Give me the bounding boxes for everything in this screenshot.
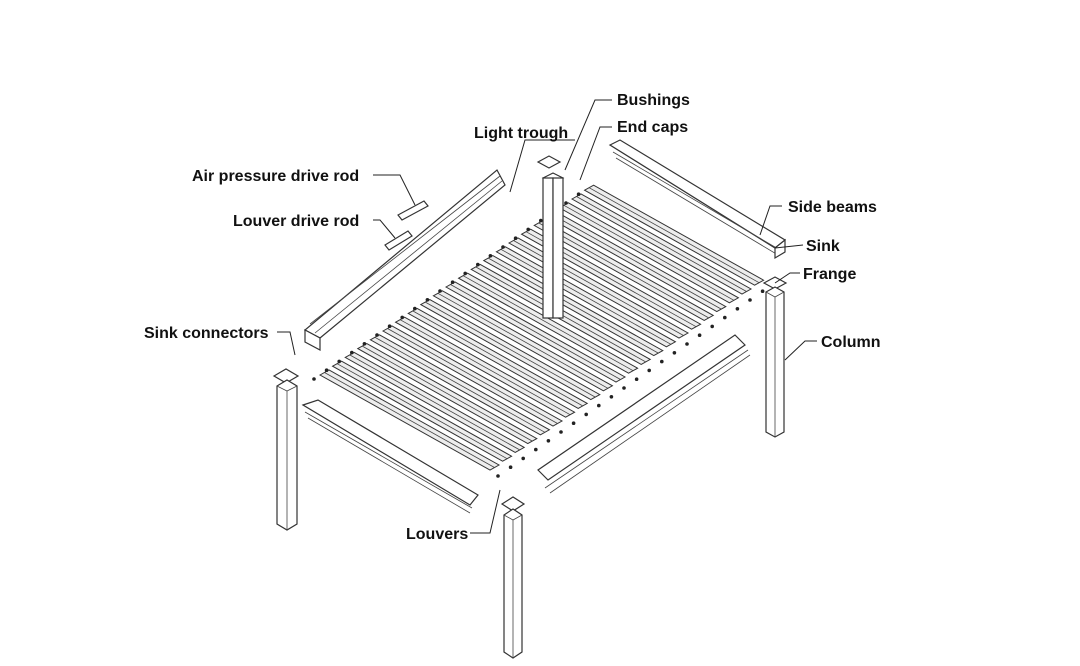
connector-dot	[660, 359, 664, 364]
connector-dot	[513, 236, 518, 240]
connector-dot	[350, 350, 354, 355]
connector-dot	[337, 359, 342, 364]
connector-dot	[526, 227, 530, 232]
louver-ridge	[387, 328, 558, 424]
side-beam-front-left	[301, 399, 479, 514]
connector-dot	[501, 245, 505, 249]
louver-ridge	[437, 292, 609, 389]
side-beam-back-left	[303, 169, 506, 351]
connector-dot	[521, 456, 525, 461]
connector-dot	[413, 306, 417, 311]
side-beam-back-right	[608, 139, 787, 260]
connector-dot	[622, 386, 626, 390]
label-louver-drive-rod: Louver drive rod	[233, 213, 359, 230]
connector-dot	[488, 254, 493, 258]
air-pressure-drive-rod	[397, 200, 429, 221]
louver-ridge	[576, 196, 747, 292]
connector-dot	[748, 298, 752, 302]
louver-ridge	[538, 222, 709, 319]
label-louvers: Louvers	[406, 526, 468, 543]
louver-ridge	[450, 284, 621, 380]
connector-dot	[571, 421, 576, 426]
connector-dot	[546, 439, 551, 443]
connector-dot	[564, 201, 568, 205]
connector-dot	[597, 403, 601, 408]
connector-dot	[685, 342, 689, 346]
side-beam-front-right	[537, 334, 751, 494]
louver-ridge	[513, 240, 684, 336]
sink-connector-dots	[312, 192, 765, 478]
label-sink: Sink	[806, 238, 840, 255]
connector-dot	[508, 465, 513, 470]
leader-lines	[277, 99, 817, 534]
louver-ridge	[488, 257, 659, 354]
label-air-pressure-drive-rod: Air pressure drive rod	[192, 168, 359, 185]
connector-dot	[375, 333, 379, 337]
connector-dot	[312, 377, 316, 381]
connector-dot	[723, 315, 727, 320]
louver-ridge	[425, 301, 596, 398]
connector-dot	[559, 430, 563, 434]
column-front	[500, 496, 526, 659]
louver-ridge	[462, 275, 634, 372]
connector-dot	[735, 307, 740, 311]
connector-dot	[672, 351, 677, 355]
louver-ridge	[324, 372, 495, 468]
connector-dot	[496, 474, 500, 478]
louver-ridge	[374, 336, 546, 433]
louver-ridge	[500, 248, 672, 345]
label-sink-connectors: Sink connectors	[144, 325, 269, 342]
label-side-beams: Side beams	[788, 199, 877, 216]
connector-dot	[539, 218, 543, 223]
connector-dot	[438, 289, 442, 293]
connector-dot	[387, 324, 392, 329]
louver-ridge	[399, 319, 571, 416]
connector-dot	[425, 298, 430, 302]
connector-dot	[324, 368, 329, 373]
connector-dot	[476, 262, 480, 267]
louver-ridge	[362, 345, 533, 442]
louver-ridge	[563, 204, 735, 301]
louvers-group	[318, 184, 765, 471]
louver-ridge	[412, 310, 583, 407]
column-back	[536, 155, 565, 319]
louver-ridge	[349, 354, 520, 451]
column-right	[762, 276, 788, 438]
label-column: Column	[821, 334, 881, 351]
connector-dot	[400, 315, 405, 320]
connector-dot	[584, 412, 588, 417]
connector-dot	[463, 271, 468, 276]
connector-dot	[450, 280, 455, 285]
column-left	[272, 368, 300, 531]
louver-ridge	[551, 213, 722, 310]
label-end-caps: End caps	[617, 119, 688, 136]
louver-ridge	[588, 187, 760, 284]
connector-dot	[634, 377, 639, 382]
connector-dot	[760, 289, 765, 294]
label-light-trough: Light trough	[474, 125, 568, 142]
connector-dot	[710, 324, 714, 329]
label-frange: Frange	[803, 266, 856, 283]
louver-ridge	[336, 363, 508, 460]
connector-dot	[697, 333, 702, 338]
connector-dot	[576, 192, 581, 196]
louver-drive-rod	[384, 230, 413, 251]
connector-dot	[647, 368, 651, 373]
connector-dot	[362, 342, 367, 346]
label-bushings: Bushings	[617, 92, 690, 109]
connector-dot	[534, 447, 538, 452]
connector-dot	[609, 395, 614, 399]
